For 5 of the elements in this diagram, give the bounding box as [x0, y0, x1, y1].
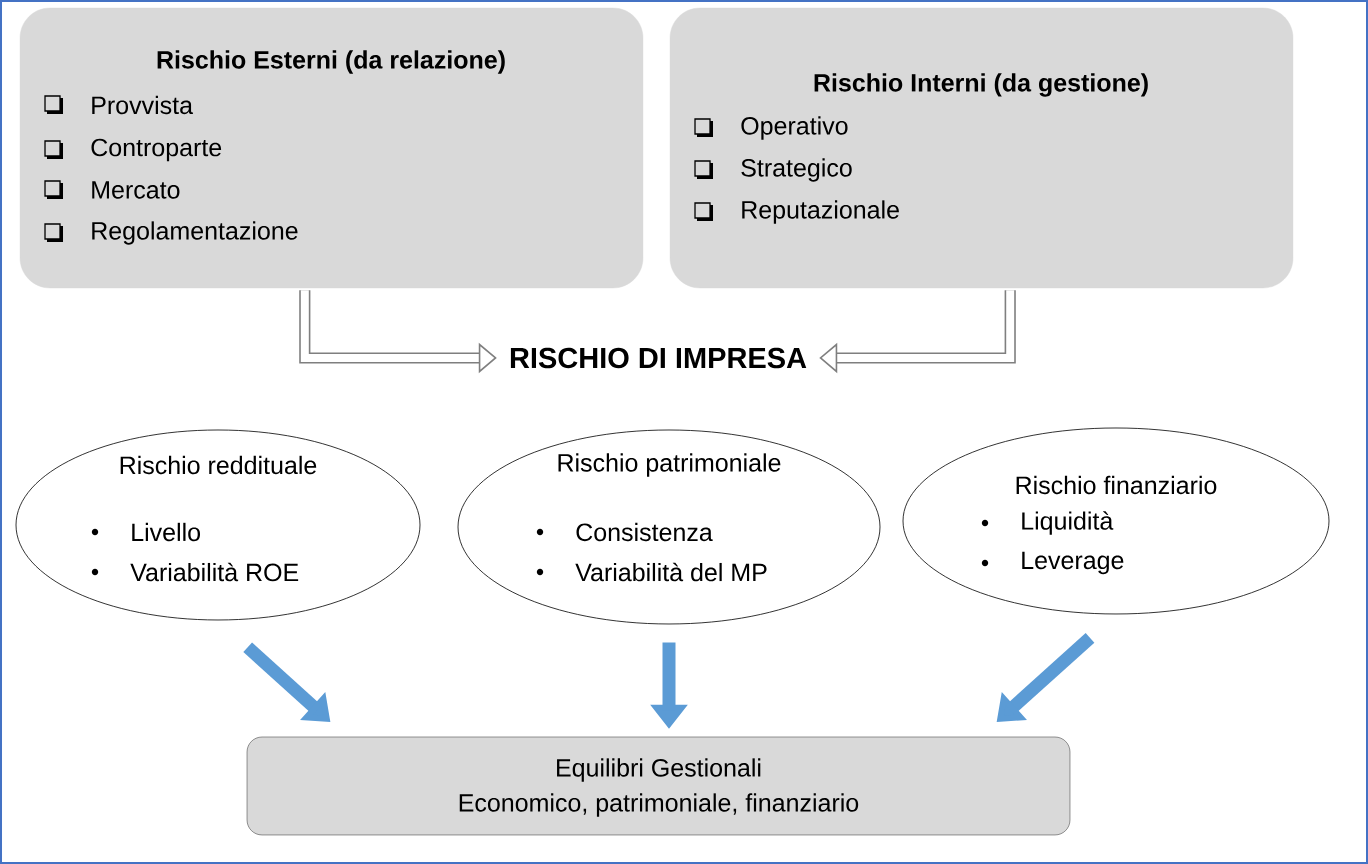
risk-box: Rischio Esterni (da relazione) Provvista Controparte Mercato Regolamentazione: [19, 7, 644, 289]
risk-box: Rischio Interni (da gestione) Operativo Strategico Reputazionale: [669, 7, 1294, 289]
heading-text: RISCHIO DI IMPRESA: [510, 347, 807, 369]
result-box: Equilibri Gestionali Economico, patrimoniale, finanziario: [246, 736, 1071, 836]
hollow-arrow: [819, 290, 1016, 374]
